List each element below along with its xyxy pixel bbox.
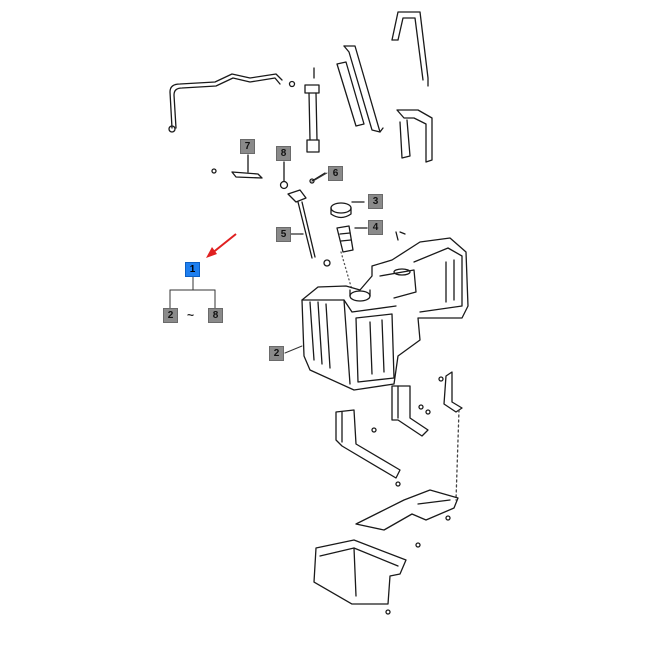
- tank-bracket-mid: [391, 385, 431, 437]
- callout-range-start[interactable]: 2: [163, 308, 178, 323]
- step-plate-lower: [313, 539, 407, 615]
- tank-strap-3: [396, 109, 433, 163]
- step-plate-upper: [355, 489, 459, 548]
- callout-part-6[interactable]: 6: [328, 166, 343, 181]
- sender-tube: [304, 67, 320, 153]
- tank-bracket-rear: [438, 371, 463, 501]
- breather-tube: [168, 73, 296, 133]
- part-3-cap: [330, 201, 365, 219]
- part-8-clip: [279, 161, 326, 190]
- callout-part-8[interactable]: 8: [276, 146, 291, 161]
- fuel-tank: [301, 231, 469, 391]
- callout-part-7[interactable]: 7: [240, 139, 255, 154]
- callout-part-5[interactable]: 5: [276, 227, 291, 242]
- callout-selected-part[interactable]: 1: [185, 262, 200, 277]
- tank-strap-1: [391, 11, 429, 87]
- tank-strap-2: [336, 45, 384, 133]
- pointer-arrow-icon: [206, 233, 237, 258]
- part-4-filter: [323, 225, 368, 291]
- leader-lines: [284, 172, 328, 354]
- part-5-rod: [287, 189, 316, 259]
- callout-part-3[interactable]: 3: [368, 194, 383, 209]
- callout-range-end[interactable]: 8: [208, 308, 223, 323]
- tank-bracket-front: [335, 409, 401, 487]
- callout-part-2-tank[interactable]: 2: [269, 346, 284, 361]
- part-7-hose: [211, 154, 263, 179]
- range-bracket: [169, 276, 216, 309]
- range-separator: ~: [187, 308, 195, 322]
- callout-part-4[interactable]: 4: [368, 220, 383, 235]
